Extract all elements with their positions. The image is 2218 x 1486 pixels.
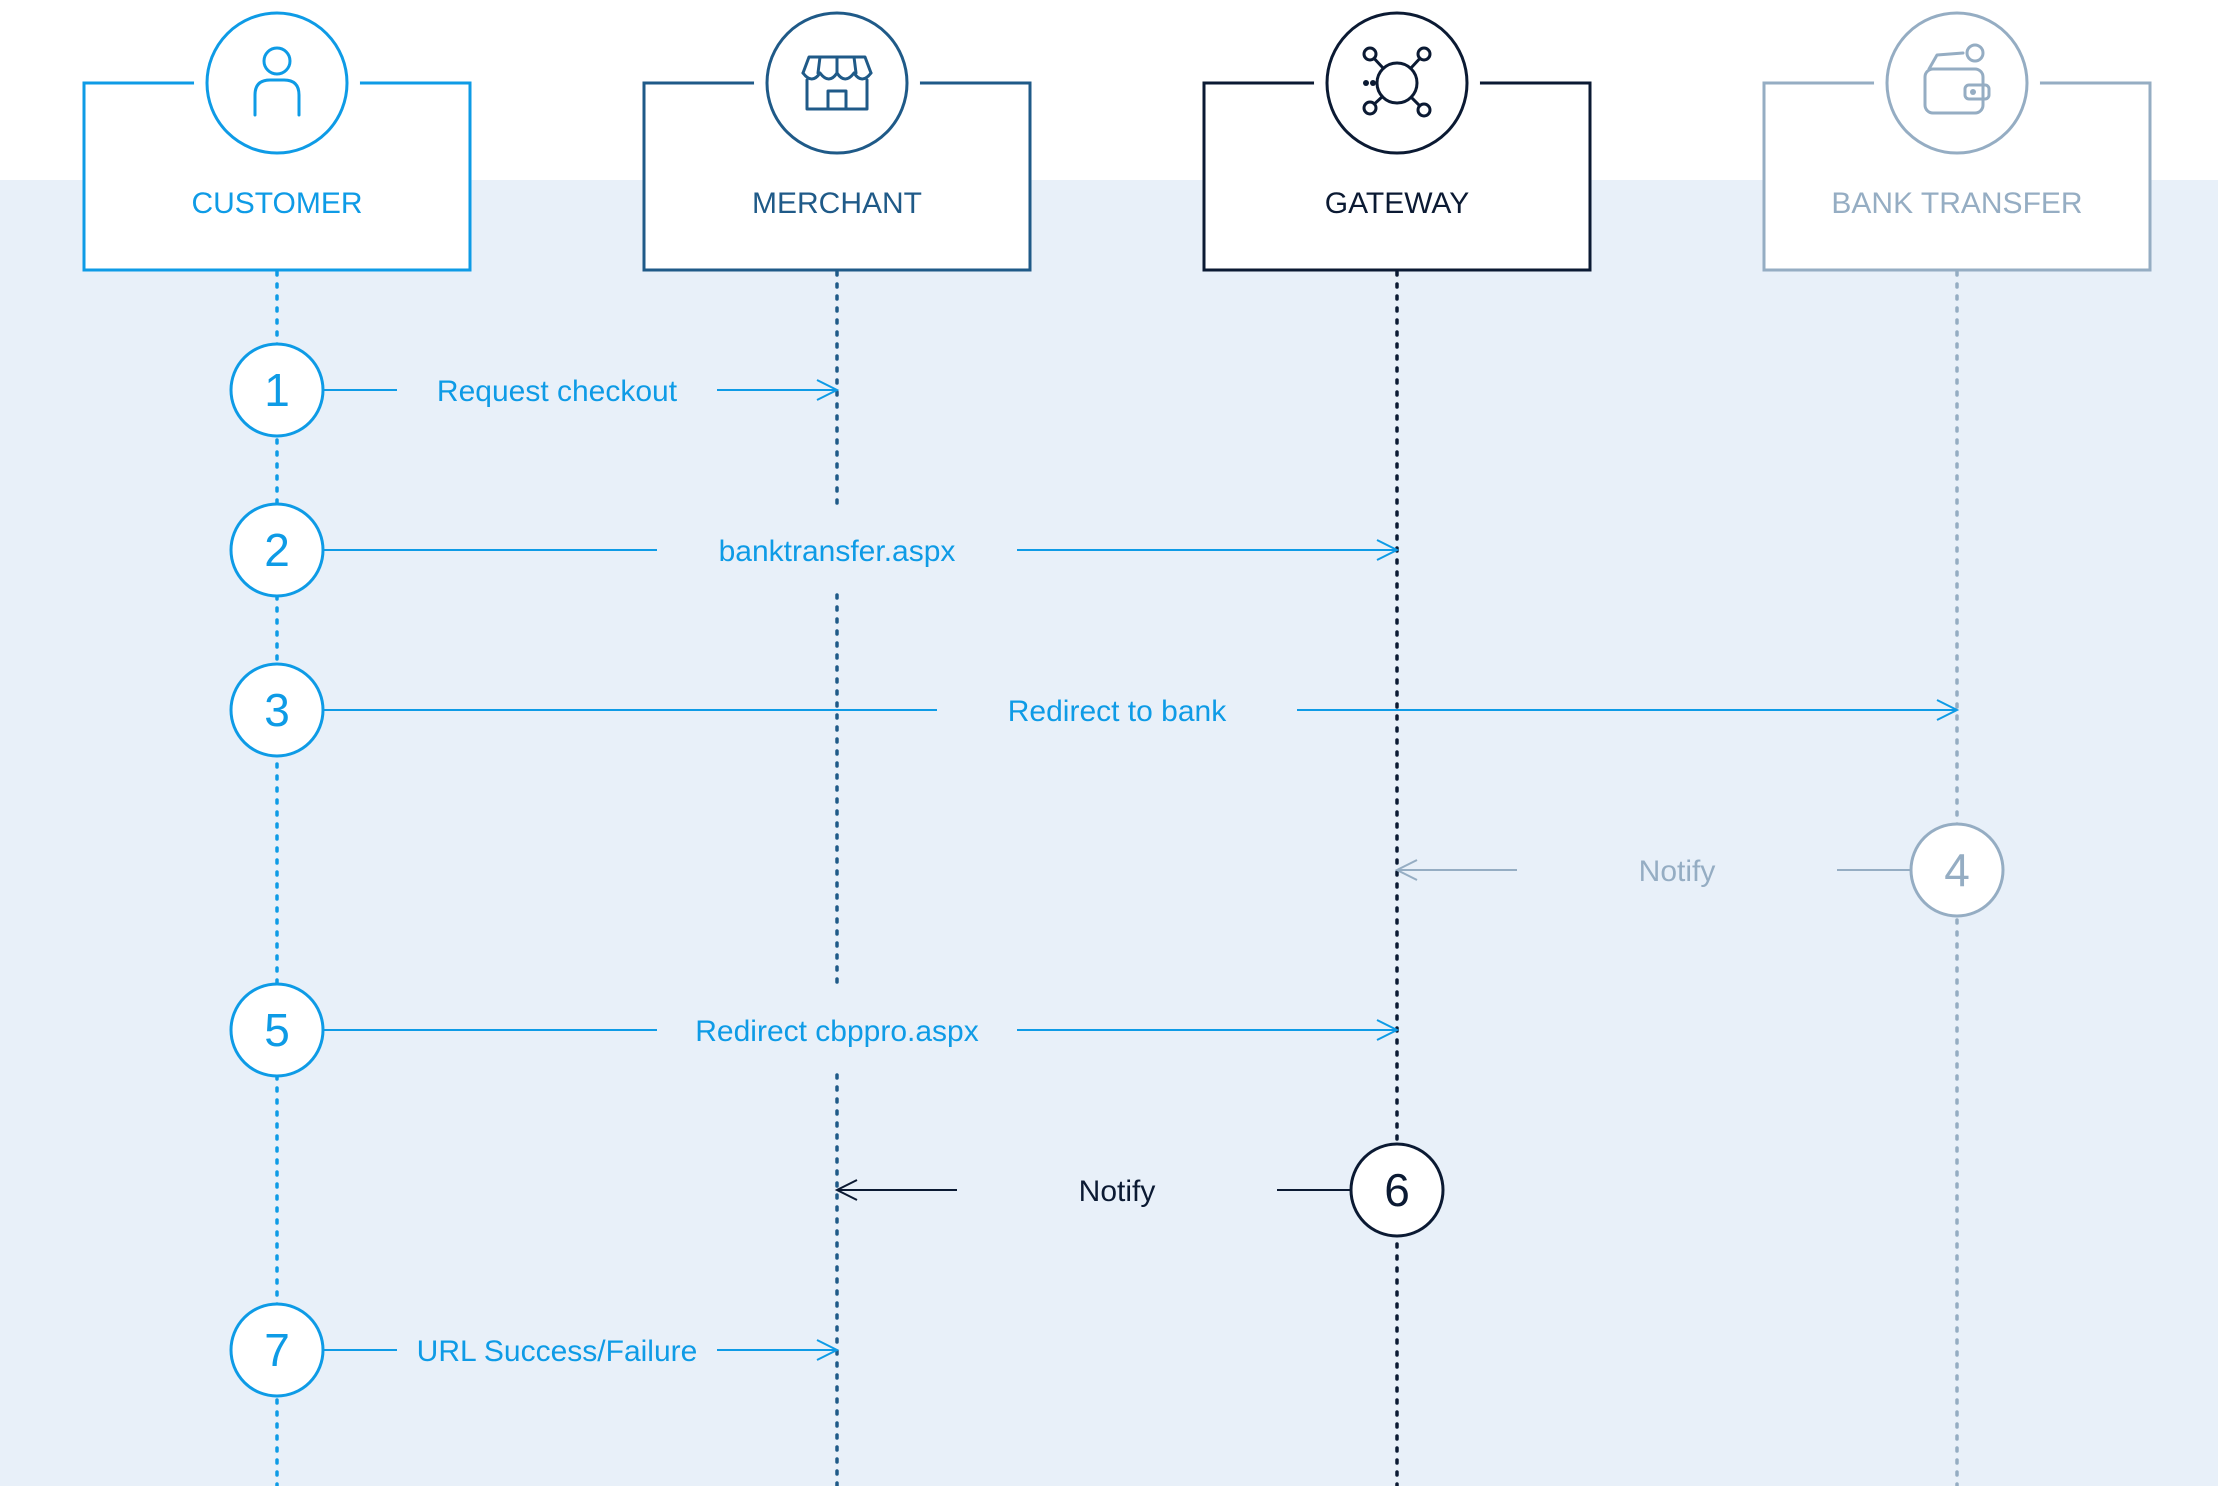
step-number: 5: [264, 1004, 290, 1056]
actor-title: MERCHANT: [752, 187, 922, 220]
step-number-badge: [229, 982, 325, 1078]
wallet-icon: [1923, 43, 1991, 115]
message-label: banktransfer.aspx: [719, 535, 956, 568]
step-number: 6: [1384, 1164, 1410, 1216]
actor-icon-circle: [765, 11, 909, 155]
message-label: Notify: [1639, 855, 1716, 888]
actor-bank: BANK TRANSFER: [1762, 0, 2152, 272]
step-number: 2: [264, 524, 290, 576]
arrowhead-icon: [816, 1339, 840, 1361]
arrowhead-icon: [1394, 859, 1418, 881]
step-3: Redirect to bank 3: [229, 662, 1960, 758]
actor-merchant: MERCHANT: [642, 0, 1032, 272]
arrowhead-icon: [1376, 539, 1400, 561]
step-number: 1: [264, 364, 290, 416]
user-icon: [253, 46, 301, 117]
message-label: Redirect cbppro.aspx: [695, 1015, 978, 1048]
step-number-badge: [1349, 1142, 1445, 1238]
step-5: Redirect cbppro.aspx 5: [229, 982, 1400, 1078]
actor-icon-circle: [205, 11, 349, 155]
actor-title: GATEWAY: [1325, 187, 1469, 220]
arrowhead-icon: [816, 379, 840, 401]
message-label: Redirect to bank: [1008, 695, 1227, 728]
message-label: URL Success/Failure: [417, 1335, 698, 1368]
step-1: Request checkout 1: [229, 342, 840, 438]
step-7: URL Success/Failure 7: [229, 1302, 840, 1398]
actor-icon-circle: [1885, 11, 2029, 155]
step-2: banktransfer.aspx 2: [229, 502, 1400, 598]
step-number: 3: [264, 684, 290, 736]
step-number: 4: [1944, 844, 1970, 896]
step-number-badge: [229, 662, 325, 758]
actor-icon-circle: [1325, 11, 1469, 155]
step-6: Notify 6: [834, 1142, 1445, 1238]
step-number: 7: [264, 1324, 290, 1376]
actor-customer: CUSTOMER: [82, 0, 472, 272]
arrowhead-icon: [1376, 1019, 1400, 1041]
message-label: Request checkout: [437, 375, 678, 408]
diagram-background-panel: [0, 180, 2218, 1486]
actor-title: BANK TRANSFER: [1831, 187, 2082, 220]
actor-title: CUSTOMER: [191, 187, 362, 220]
storefront-icon: [801, 55, 873, 111]
network-hub-icon: [1362, 46, 1432, 118]
step-number-badge: [1909, 822, 2005, 918]
actor-gateway: GATEWAY: [1202, 0, 1592, 272]
arrowhead-icon: [834, 1179, 858, 1201]
message-label: Notify: [1079, 1175, 1156, 1208]
step-number-badge: [229, 1302, 325, 1398]
step-4: Notify 4: [1394, 822, 2005, 918]
step-number-badge: [229, 342, 325, 438]
step-number-badge: [229, 502, 325, 598]
arrowhead-icon: [1936, 699, 1960, 721]
